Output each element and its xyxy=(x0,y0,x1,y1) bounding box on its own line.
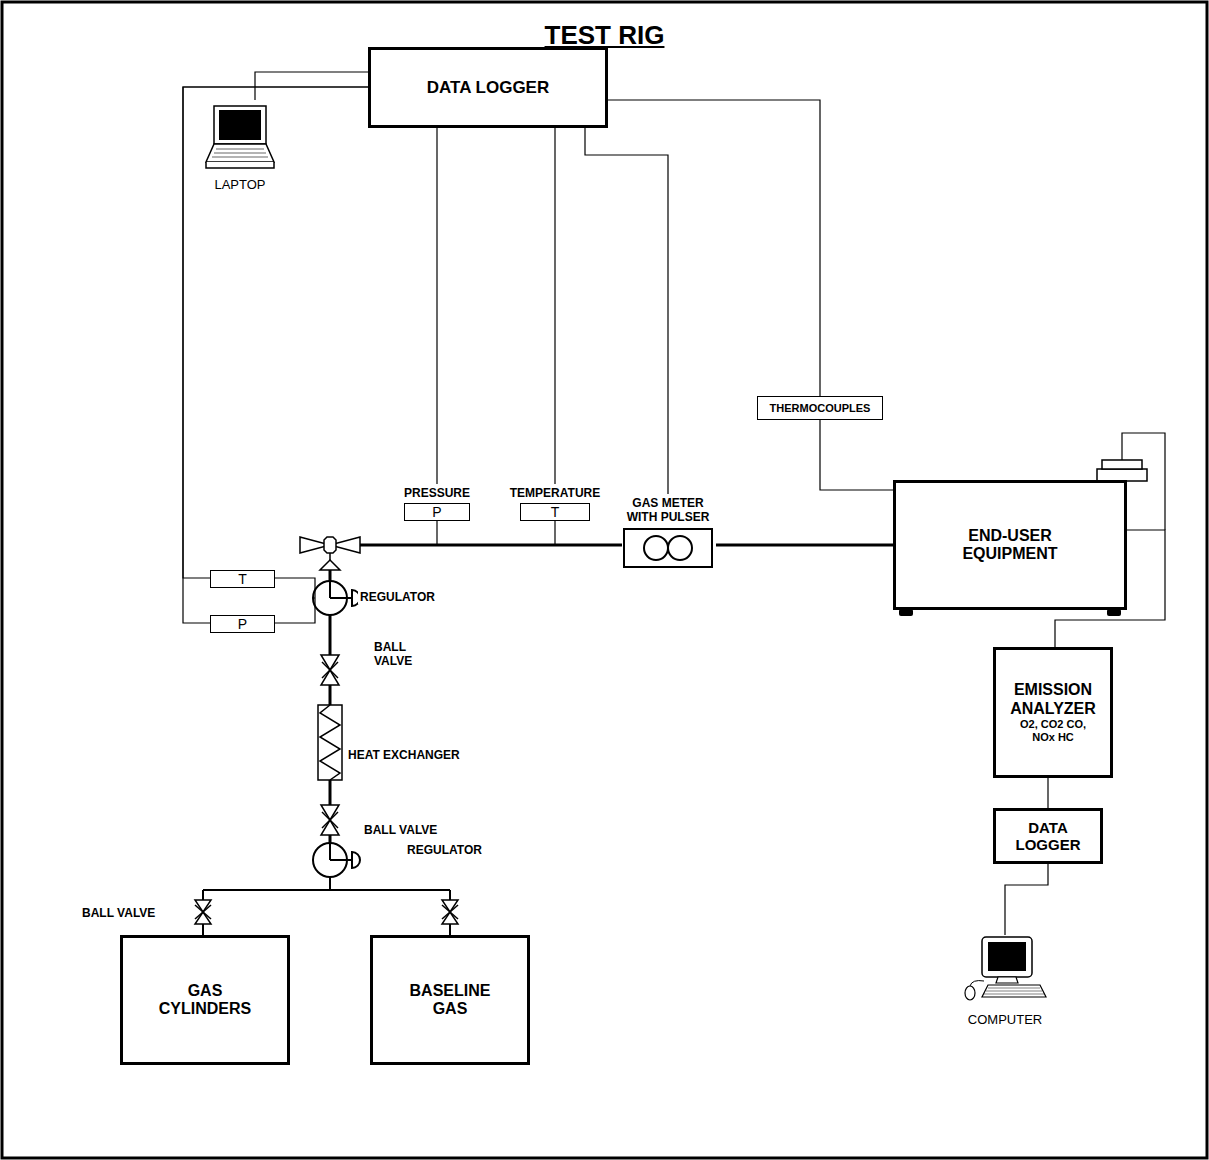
gas-pipe xyxy=(329,835,332,843)
gas-meter-symbol xyxy=(620,528,716,568)
equipment-box: END-USER EQUIPMENT xyxy=(893,480,1127,610)
three-way-valve xyxy=(300,537,360,581)
equipment-box: GAS CYLINDERS xyxy=(120,935,290,1065)
equipment-box: PRESSURE P xyxy=(392,484,482,521)
part-label: HEAT EXCHANGER xyxy=(346,748,462,762)
node-label: COMPUTER xyxy=(968,1013,1042,1028)
diagram-title: TEST RIG xyxy=(0,20,1209,51)
ball-valve-symbol xyxy=(442,900,458,924)
gas-pipe xyxy=(329,615,332,655)
ball-valve-symbol xyxy=(195,900,211,924)
signal-wire xyxy=(585,128,668,494)
node-label: DATA LOGGER xyxy=(427,78,549,98)
equipment-box: T xyxy=(210,570,275,588)
node-label: EMISSION ANALYZER xyxy=(1002,681,1104,718)
node-label: THERMOCOUPLES xyxy=(770,402,871,415)
sample-line xyxy=(1122,433,1165,530)
part-label: REGULATOR xyxy=(358,590,437,604)
node-label: BASELINE GAS xyxy=(400,982,500,1019)
signal-wire xyxy=(820,420,893,490)
computer-icon: COMPUTER xyxy=(945,935,1065,1028)
equipment-box: TEMPERATURE T xyxy=(500,484,610,521)
node-label: P xyxy=(238,616,247,632)
equipment-feet xyxy=(899,609,1121,616)
signal-wire xyxy=(183,87,368,623)
equipment-box: BASELINE GAS xyxy=(370,935,530,1065)
sensor-box: T xyxy=(520,503,590,521)
sensor-tap xyxy=(436,521,437,545)
node-label: GAS CYLINDERS xyxy=(150,982,260,1019)
gas-pipe xyxy=(360,544,622,547)
gas-pipe xyxy=(716,544,893,547)
regulator-symbol xyxy=(313,843,360,877)
heat-exchanger-symbol xyxy=(318,705,342,780)
node-label: PRESSURE xyxy=(404,487,470,501)
gas-pipe xyxy=(329,685,332,705)
equipment-box: THERMOCOUPLES xyxy=(757,396,883,420)
node-label: T xyxy=(551,504,560,520)
sample-probe xyxy=(1097,460,1147,481)
part-label: BALL VALVE xyxy=(80,906,157,920)
signal-wire xyxy=(183,87,368,578)
sensor-leads xyxy=(275,578,315,623)
signal-wire xyxy=(255,72,368,100)
node-label: TEMPERATURE xyxy=(510,487,600,501)
ball-valve-symbol xyxy=(321,655,339,685)
sensor-box: P xyxy=(404,503,470,521)
part-label: BALL VALVE xyxy=(372,640,428,669)
node-label: O2, CO2 CO, NOx HC xyxy=(1018,718,1088,743)
node-label: T xyxy=(238,571,247,587)
node-label: END-USER EQUIPMENT xyxy=(945,527,1075,564)
signal-wire xyxy=(436,128,437,484)
signal-wire xyxy=(1005,864,1048,935)
equipment-box: P xyxy=(210,615,275,633)
gas-manifold xyxy=(203,877,450,935)
node-label: P xyxy=(432,504,441,520)
regulator-symbol xyxy=(313,581,360,615)
part-label: REGULATOR xyxy=(405,843,484,857)
equipment-box: GAS METER WITH PULSER xyxy=(620,494,716,568)
laptop-icon xyxy=(200,100,280,170)
part-label: BALL VALVE xyxy=(362,823,439,837)
computer-icon: LAPTOP xyxy=(190,100,290,193)
signal-wire xyxy=(608,100,820,396)
node-label: LAPTOP xyxy=(214,178,265,193)
gas-pipe xyxy=(329,780,332,805)
sensor-tap xyxy=(554,521,555,545)
equipment-box: EMISSION ANALYZERO2, CO2 CO, NOx HC xyxy=(993,647,1113,778)
signal-wire xyxy=(554,128,555,484)
ball-valve-symbol xyxy=(321,805,339,835)
signal-wire xyxy=(1047,778,1048,808)
node-label: GAS METER WITH PULSER xyxy=(622,497,714,525)
computer-icon xyxy=(960,935,1050,1005)
equipment-box: DATA LOGGER xyxy=(993,808,1103,864)
node-label: DATA LOGGER xyxy=(1008,819,1088,854)
equipment-box: DATA LOGGER xyxy=(368,47,608,128)
